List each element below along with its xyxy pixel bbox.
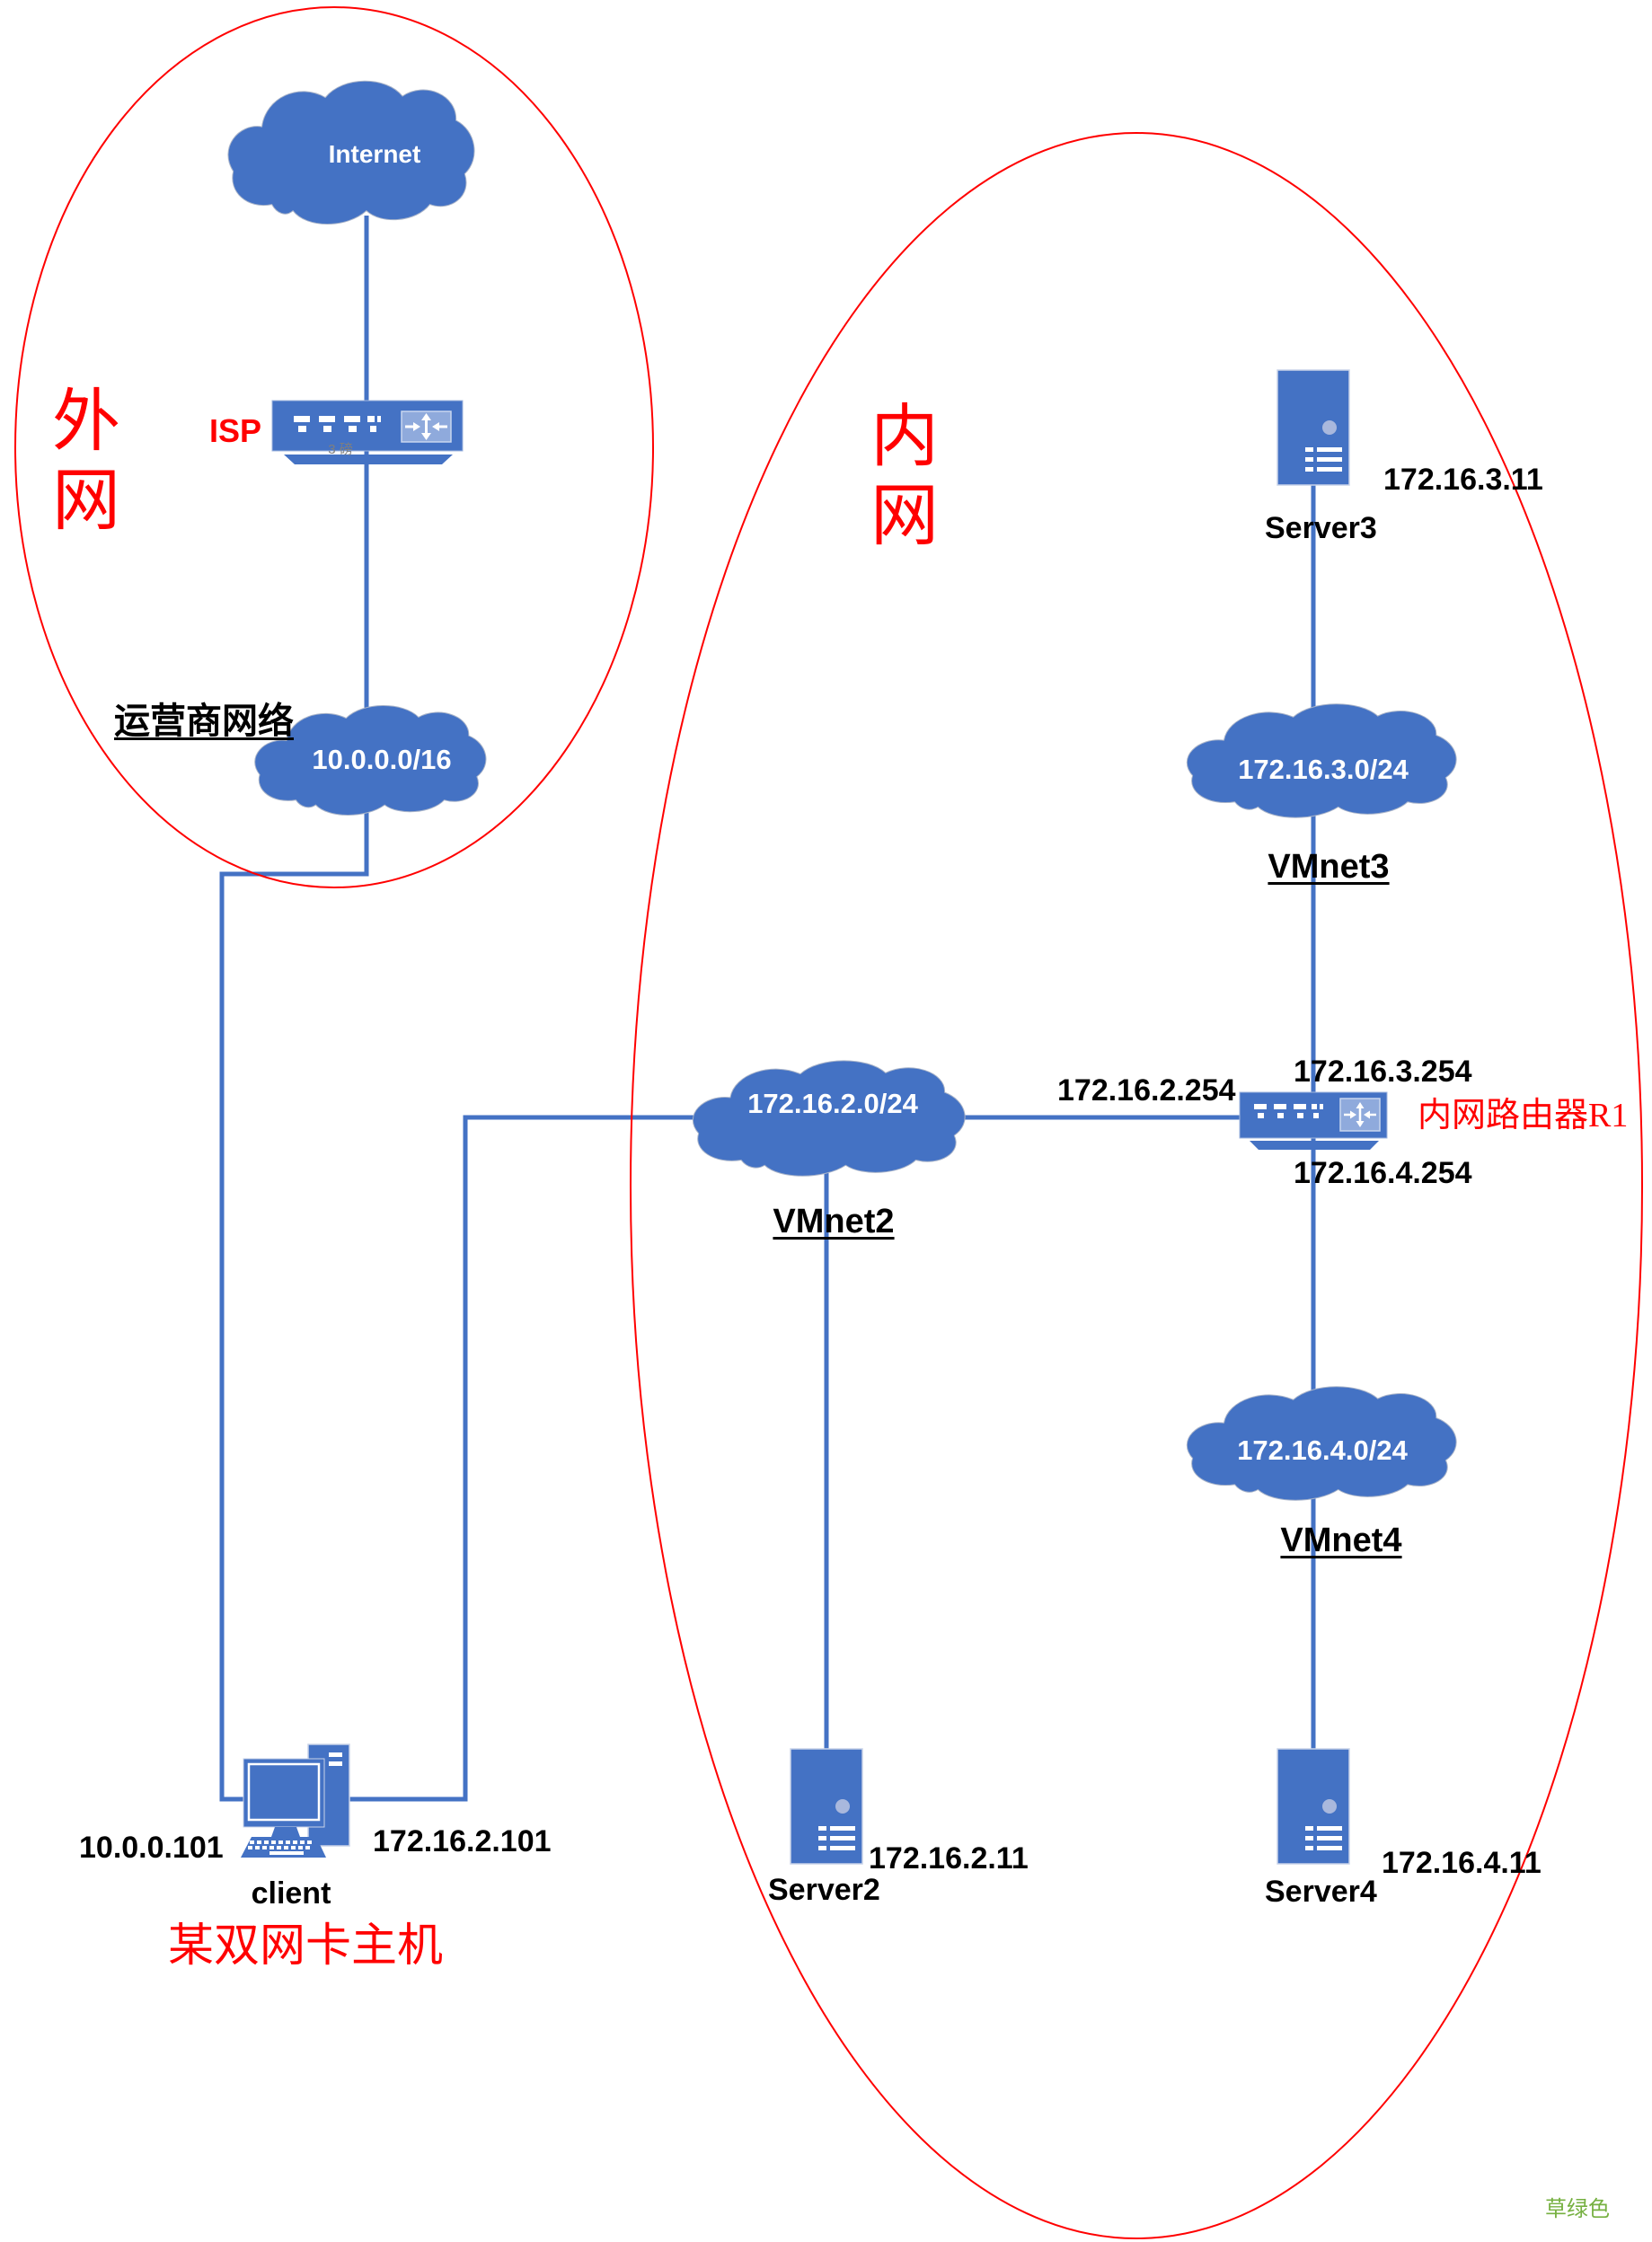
r1-interface-vmnet4-ip-label: 172.16.4.254 (1294, 1156, 1472, 1190)
vmnet3-name-label: VMnet3 (1268, 848, 1390, 886)
r1-interface-vmnet3-ip-label: 172.16.3.254 (1294, 1055, 1472, 1089)
server2-ip-label: 172.16.2.11 (869, 1841, 1029, 1876)
carrier-network-label: 运营商网络 (114, 702, 294, 741)
isp-line-weight-note: 3 磅 (328, 442, 353, 457)
client-pc-icon (241, 1743, 350, 1858)
r1-interface-vmnet2-ip-label: 172.16.2.254 (1057, 1073, 1236, 1108)
client-keyboard (241, 1837, 326, 1858)
client-lan-ip-label: 172.16.2.101 (373, 1824, 552, 1858)
router-r1-name-label: 内网路由器R1 (1418, 1097, 1629, 1134)
vmnet4-subnet-label: 172.16.4.0/24 (1237, 1434, 1408, 1466)
server4-icon (1277, 1748, 1350, 1865)
client-monitor (243, 1758, 325, 1828)
outer-zone-label: 外 网 (52, 384, 120, 539)
internet-label: Internet (328, 140, 421, 168)
carrier-subnet-label: 10.0.0.0/16 (312, 744, 452, 775)
router-arrows-icon (1344, 1102, 1376, 1127)
server3-ip-label: 172.16.3.11 (1383, 463, 1543, 497)
server2-name-label: Server2 (768, 1873, 880, 1907)
outer-network-boundary-ellipse (14, 6, 654, 888)
connector-links (219, 216, 1316, 1802)
isp-router-ports (294, 416, 381, 432)
router-r1-icon (1239, 1091, 1388, 1150)
vmnet2-subnet-label: 172.16.2.0/24 (747, 1088, 918, 1119)
server2-icon (790, 1748, 863, 1865)
isp-router-icon (271, 400, 464, 464)
watermark-label: 草绿色 (1545, 2197, 1610, 2221)
server4-ip-label: 172.16.4.11 (1382, 1846, 1542, 1880)
client-wan-ip-label: 10.0.0.101 (79, 1831, 224, 1865)
server3-icon (1277, 369, 1350, 486)
vmnet2-name-label: VMnet2 (773, 1203, 895, 1240)
vmnet3-subnet-label: 172.16.3.0/24 (1238, 754, 1409, 785)
router-arrows-icon (405, 413, 447, 440)
link-vmnet2-client (345, 1115, 693, 1802)
isp-label: ISP (209, 412, 262, 449)
vmnet4-name-label: VMnet4 (1280, 1522, 1402, 1559)
client-name-label: client (251, 1876, 331, 1911)
server3-name-label: Server3 (1265, 511, 1377, 545)
inner-zone-label: 内 网 (870, 400, 939, 554)
inner-network-boundary-ellipse (630, 132, 1643, 2239)
server4-name-label: Server4 (1265, 1875, 1377, 1909)
client-caption-label: 某双网卡主机 (168, 1921, 444, 1972)
link-carrier-client (219, 790, 369, 1802)
router-r1-ports (1254, 1104, 1323, 1118)
